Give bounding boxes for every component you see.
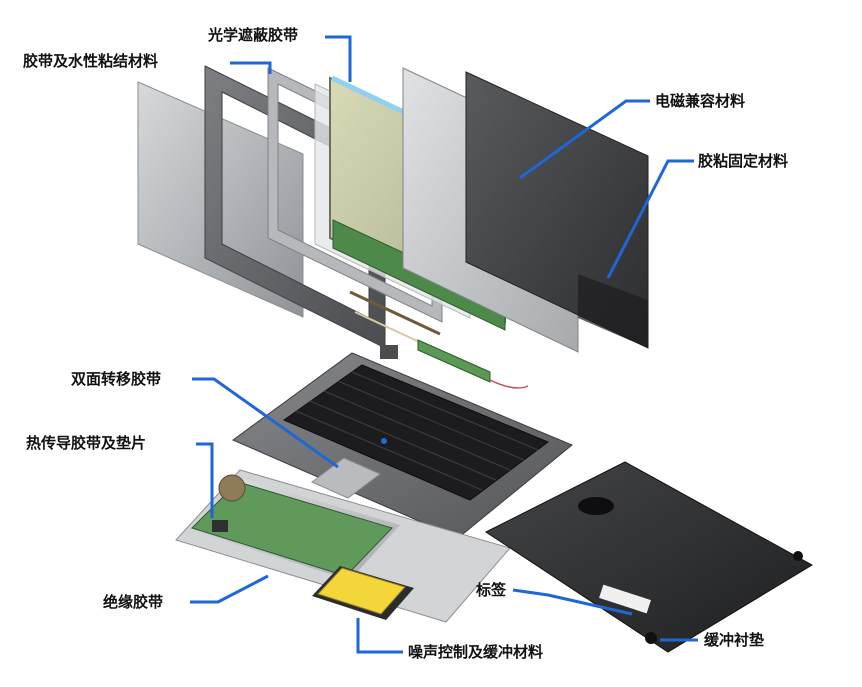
rubber-foot xyxy=(645,632,657,644)
label-emi-material: 电磁兼容材料 xyxy=(655,92,746,110)
vent-slots xyxy=(578,497,614,515)
label-label: 标签 xyxy=(476,581,507,599)
callout-insulation xyxy=(190,574,269,604)
callout-adhesive-fix xyxy=(606,159,694,279)
hinge-left xyxy=(380,345,398,359)
optical-drive-label xyxy=(317,567,406,615)
label-noise-cushion-material: 噪声控制及缓冲材料 xyxy=(408,643,544,661)
bottom-cover xyxy=(485,461,814,653)
rear-cover-edge xyxy=(578,274,648,348)
label-thermal-tape-pad: 热传导胶带及垫片 xyxy=(26,434,147,452)
key-grid xyxy=(295,371,539,491)
cpu-chip xyxy=(212,520,228,532)
rubber-foot-2 xyxy=(793,551,803,561)
cooling-fan xyxy=(218,474,246,502)
label-adhesive-fixing-material: 胶粘固定材料 xyxy=(698,152,789,170)
callout-thermal xyxy=(196,442,214,518)
touchpad xyxy=(311,457,381,499)
label-cushion-pad: 缓冲衬垫 xyxy=(704,631,765,649)
callout-lines xyxy=(190,35,698,654)
callout-label xyxy=(512,588,633,616)
callout-transfer-tape xyxy=(192,377,339,469)
label-optical-masking-tape: 光学遮蔽胶带 xyxy=(208,26,299,44)
inverter-board xyxy=(417,339,491,383)
trackpoint xyxy=(381,438,387,444)
callout-noise xyxy=(356,618,403,654)
callout-emi xyxy=(519,99,650,180)
keyboard-keys xyxy=(282,364,550,501)
callout-tape-adhesive xyxy=(230,61,272,74)
label-double-sided-transfer-tape: 双面转移胶带 xyxy=(71,370,162,388)
sticker-label xyxy=(599,584,651,614)
callout-optical-tape xyxy=(325,35,352,82)
label-insulation-tape: 绝缘胶带 xyxy=(103,593,164,611)
label-tape-waterborne-adhesive: 胶带及水性粘结材料 xyxy=(23,52,159,70)
backlight-bar xyxy=(349,290,441,336)
cable xyxy=(489,379,529,389)
